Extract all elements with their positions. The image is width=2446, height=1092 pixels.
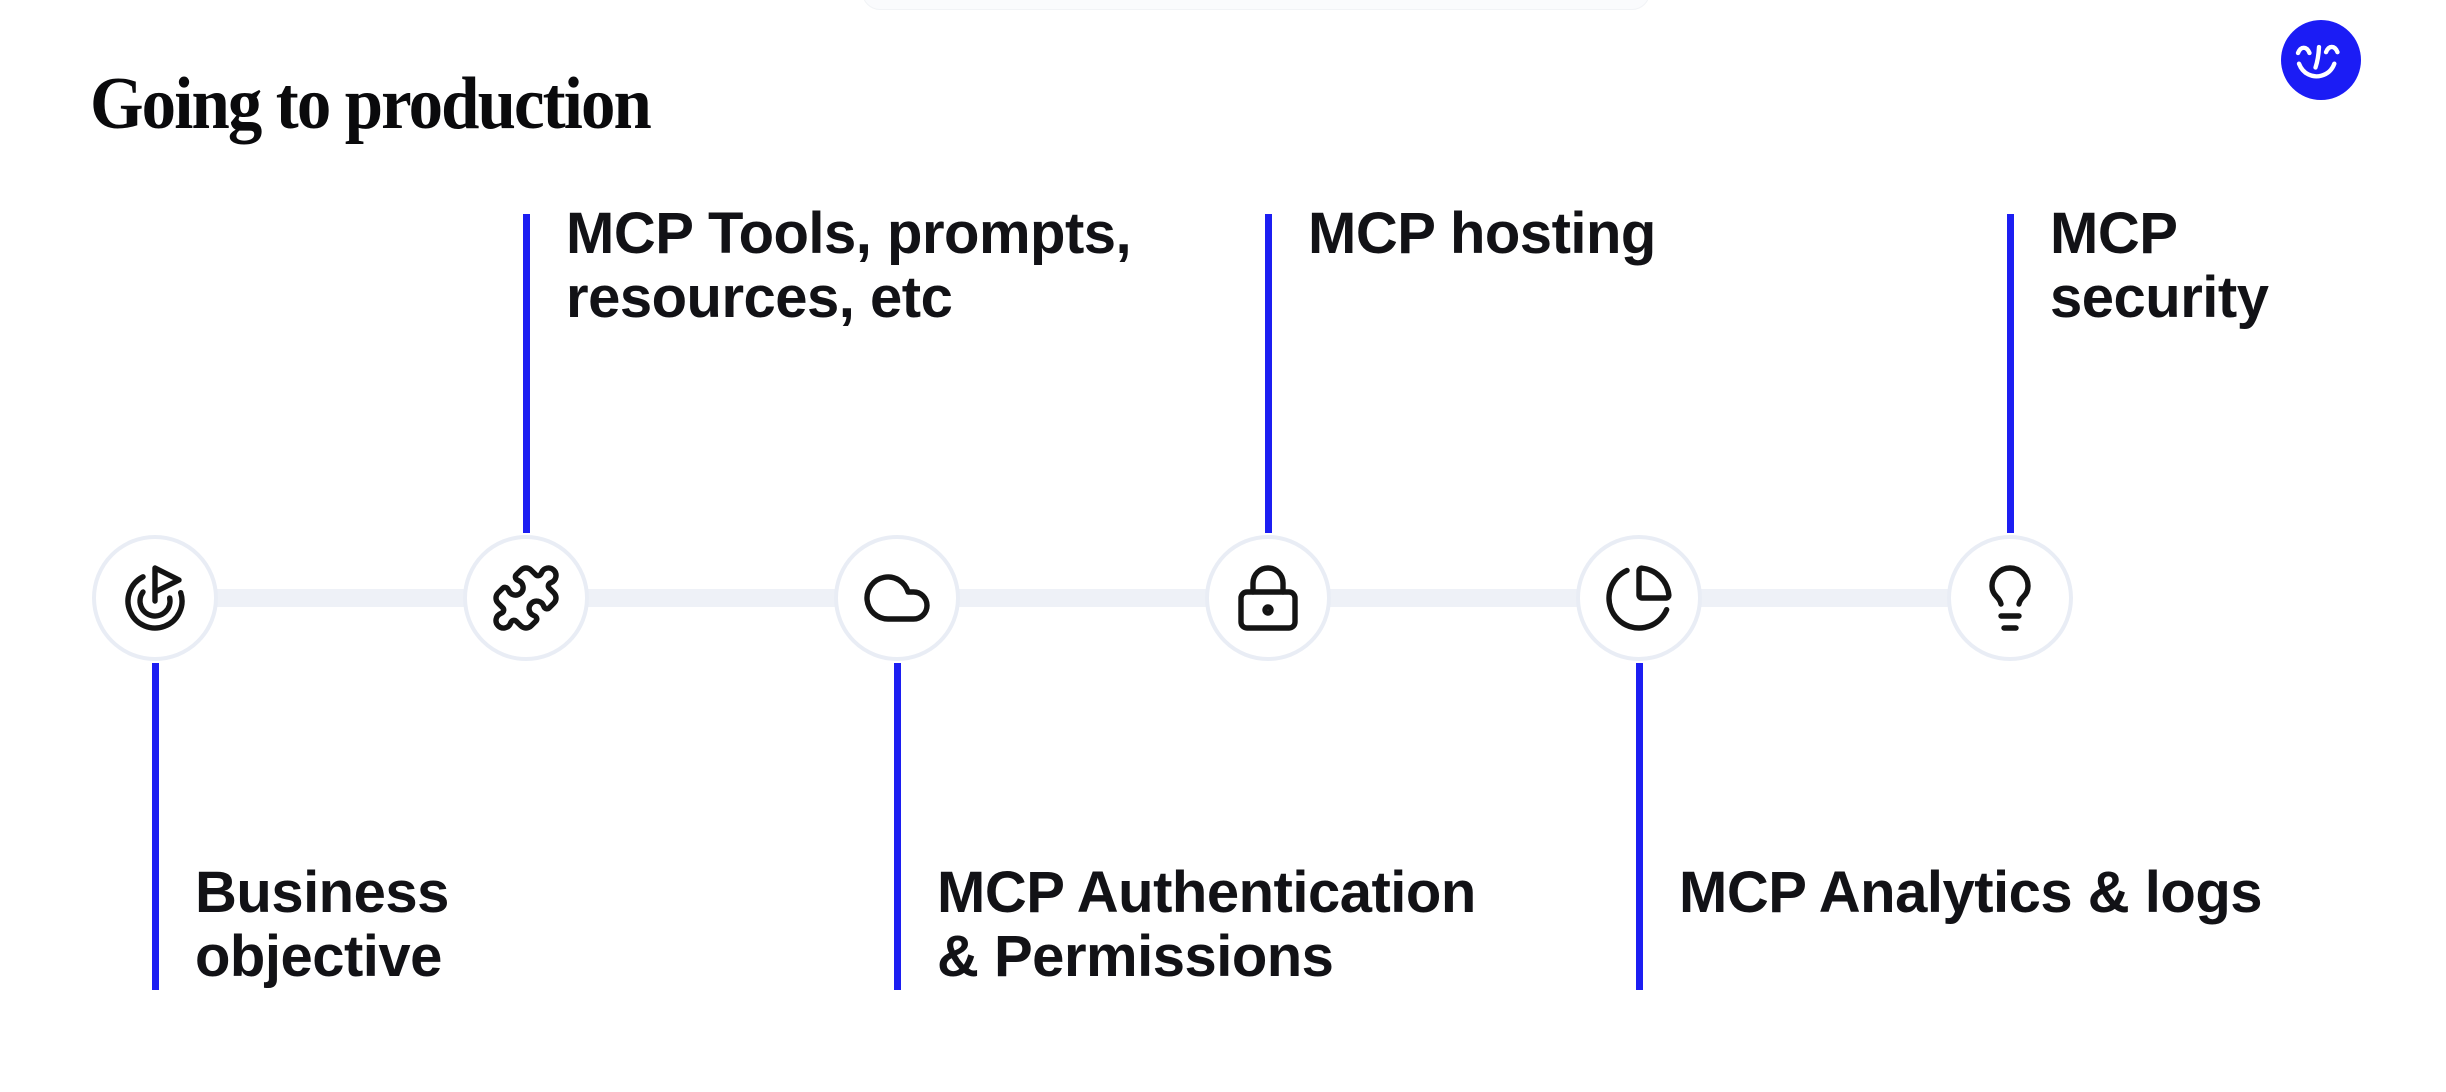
goal-flag-icon [125,565,185,631]
step-label: MCP Analytics & logs [1679,860,2263,925]
timeline-node [1576,535,1702,661]
page-title: Going to production [90,62,652,145]
top-toolbar-partial [862,0,1650,10]
timeline-node [1205,535,1331,661]
smiley-face-icon [2281,20,2361,100]
timeline-node [92,535,218,661]
pie-chart-icon [1606,565,1672,631]
timeline-track [155,589,2010,607]
step-label: Business objective [195,860,449,989]
timeline-node [834,535,960,661]
lightbulb-icon [1989,565,2031,631]
step-connector [152,663,159,990]
step-connector [523,214,530,533]
puzzle-icon [493,565,559,631]
step-label: MCP Authentication & Permissions [937,860,1476,989]
step-connector [1265,214,1272,533]
timeline-node [1947,535,2073,661]
step-label: MCP hosting [1308,201,1656,266]
step-connector [894,663,901,990]
brand-logo [2281,20,2361,100]
step-label: MCP Tools, prompts, resources, etc [566,201,1132,330]
cloud-icon [864,574,930,622]
lock-icon [1238,565,1298,631]
step-connector [1636,663,1643,990]
timeline-node [463,535,589,661]
step-label: MCP security [2050,201,2269,330]
step-connector [2007,214,2014,533]
